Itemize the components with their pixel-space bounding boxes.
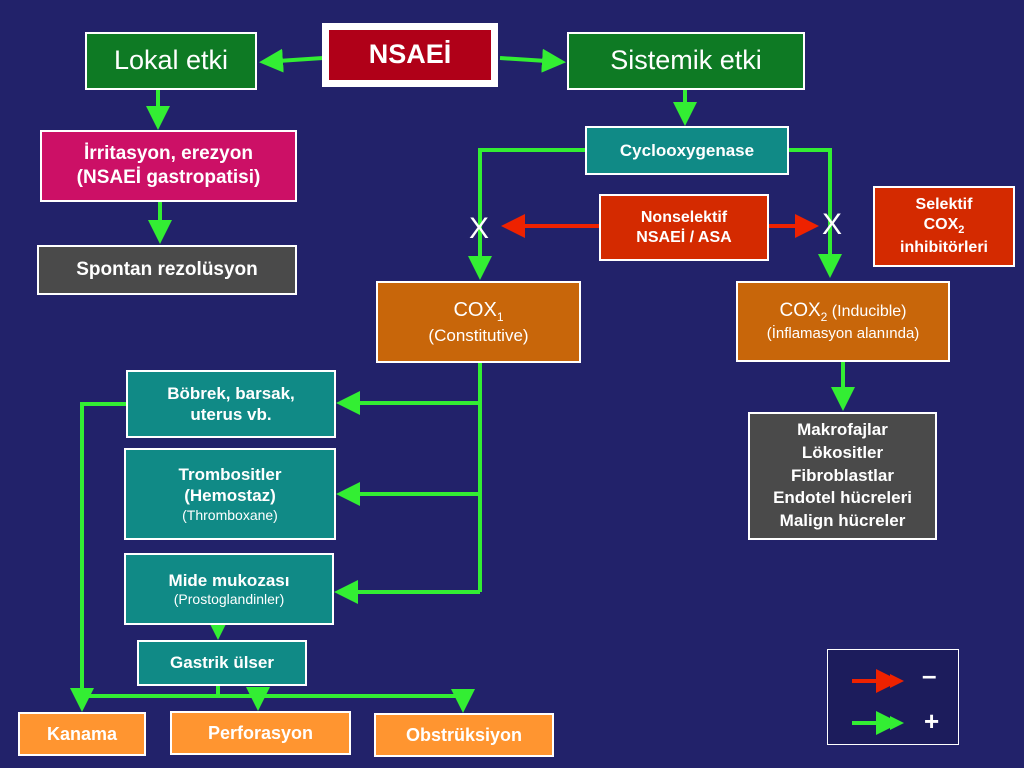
cox1-target-platelets-box: Trombositler (Hemostaz) (Thromboxane): [124, 448, 336, 540]
block-x-cox2: X: [822, 208, 843, 241]
cox2-cell-macrophages: Makrofajlar: [797, 419, 888, 439]
cox1-title: COX1: [453, 298, 504, 324]
nonselective-nsaei-box: Nonselektif NSAEİ / ASA: [599, 194, 769, 261]
sistemik-etki-box: Sistemik etki: [567, 32, 805, 90]
cox2-desc: (İnflamasyon alanında): [766, 325, 920, 343]
cox1-target-gastric-line1: Mide mukozası: [168, 570, 290, 590]
cox1-box: COX1 (Constitutive): [376, 281, 581, 363]
nsaei-root-box: NSAEİ: [322, 23, 498, 87]
cox2-cell-leukocytes: Lökositler: [801, 442, 884, 462]
cox1-target-platelets-line1: Trombositler: [178, 465, 282, 484]
legend-plus-label: +: [924, 706, 940, 736]
selective-line1: Selektif: [915, 196, 973, 214]
cox1-target-platelets-line3: (Thromboxane): [182, 506, 278, 523]
legend-arrows: [852, 669, 904, 735]
sistemik-etki-label: Sistemik etki: [610, 45, 762, 76]
cox1-target-platelets-line2: (Hemostaz): [184, 486, 276, 506]
cox1-target-kidney-line1: Böbrek, barsak,: [167, 383, 295, 403]
cox1-desc: (Constitutive): [428, 325, 529, 345]
outcome-bleeding-label: Kanama: [46, 723, 118, 744]
cox2-cells-box: Makrofajlar Lökositler Fibroblastlar End…: [748, 412, 937, 540]
cox1-target-kidney-box: Böbrek, barsak, uterus vb.: [126, 370, 336, 438]
legend-negative-arrow-icon: [890, 674, 904, 688]
outcome-obstruction-label: Obstrüksiyon: [405, 724, 523, 745]
outcome-obstruction-box: Obstrüksiyon: [374, 713, 554, 757]
irritation-line1: İrritasyon, erezyon: [84, 143, 253, 165]
outcome-perforation-box: Perforasyon: [170, 711, 351, 755]
irritation-box: İrritasyon, erezyon (NSAEİ gastropatisi): [40, 130, 297, 202]
outcome-perforation-label: Perforasyon: [207, 722, 314, 743]
block-x-cox1: X: [469, 212, 490, 245]
selective-line2: COX2: [923, 216, 965, 237]
gastric-ulcer-box: Gastrik ülser: [137, 640, 307, 686]
cyclooxygenase-label: Cyclooxygenase: [619, 140, 755, 160]
lokal-etki-box: Lokal etki: [85, 32, 257, 90]
cox2-box: COX2 (Inducible) (İnflamasyon alanında): [736, 281, 950, 362]
selective-cox2-inhibitors-box: Selektif COX2 inhibitörleri: [873, 186, 1015, 267]
cox2-cell-endothelial: Endotel hücreleri: [773, 488, 912, 508]
nsaei-root-label: NSAEİ: [329, 30, 491, 80]
cox1-target-gastric-mucosa-box: Mide mukozası (Prostoglandinler): [124, 553, 334, 625]
selective-line3: inhibitörleri: [900, 238, 988, 256]
spontaneous-resolution-label: Spontan rezolüsyon: [76, 259, 258, 281]
cyclooxygenase-box: Cyclooxygenase: [585, 126, 789, 175]
cox2-cell-fibroblasts: Fibroblastlar: [791, 465, 894, 485]
cox2-title: COX2 (Inducible): [779, 300, 907, 325]
lokal-etki-label: Lokal etki: [113, 45, 229, 76]
spontaneous-resolution-box: Spontan rezolüsyon: [37, 245, 297, 295]
irritation-line2: (NSAEİ gastropatisi): [76, 167, 261, 188]
nonselective-line2: NSAEİ / ASA: [636, 228, 732, 246]
cox1-target-kidney-line2: uterus vb.: [190, 405, 272, 424]
gastric-ulcer-label: Gastrik ülser: [170, 653, 274, 673]
cox1-target-gastric-line2: (Prostoglandinler): [173, 590, 285, 607]
outcome-bleeding-box: Kanama: [18, 712, 146, 756]
legend: – +: [827, 649, 959, 745]
legend-minus-label: –: [922, 660, 937, 690]
nonselective-line1: Nonselektif: [640, 208, 728, 226]
cox2-cell-malignant: Malign hücreler: [779, 511, 906, 531]
legend-positive-arrow-icon: [890, 716, 904, 730]
